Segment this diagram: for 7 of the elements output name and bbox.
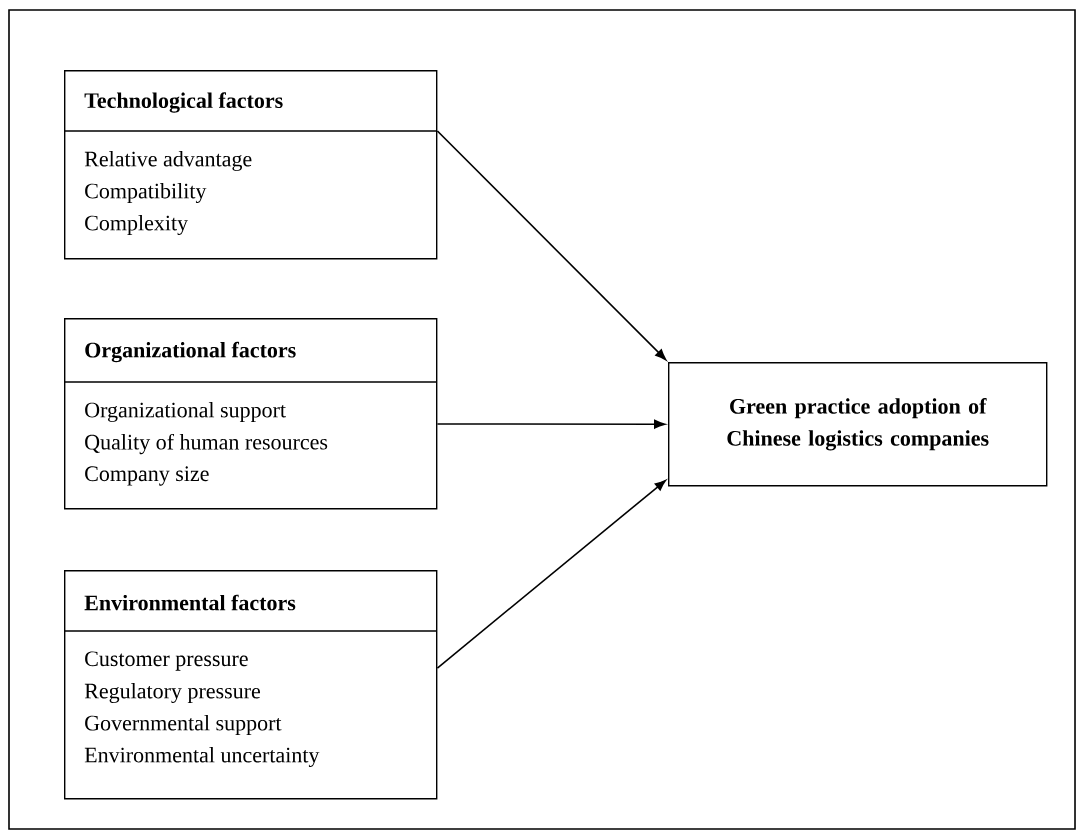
factor-box: Environmental factors Customer pressure Regulatory pressure Governmental support Environmental uncertainty bbox=[63, 570, 438, 800]
arrow bbox=[436, 419, 666, 429]
arrow bbox=[436, 479, 667, 669]
factor-box: Technological factors Relative advantage Compatibility Complexity bbox=[63, 70, 438, 260]
factor-box: Organizational factors Organizational support Quality of human resources Company size bbox=[63, 318, 438, 510]
outcome-box: Green practice adoption of Chinese logistics companies bbox=[668, 362, 1048, 487]
arrow bbox=[436, 130, 667, 361]
